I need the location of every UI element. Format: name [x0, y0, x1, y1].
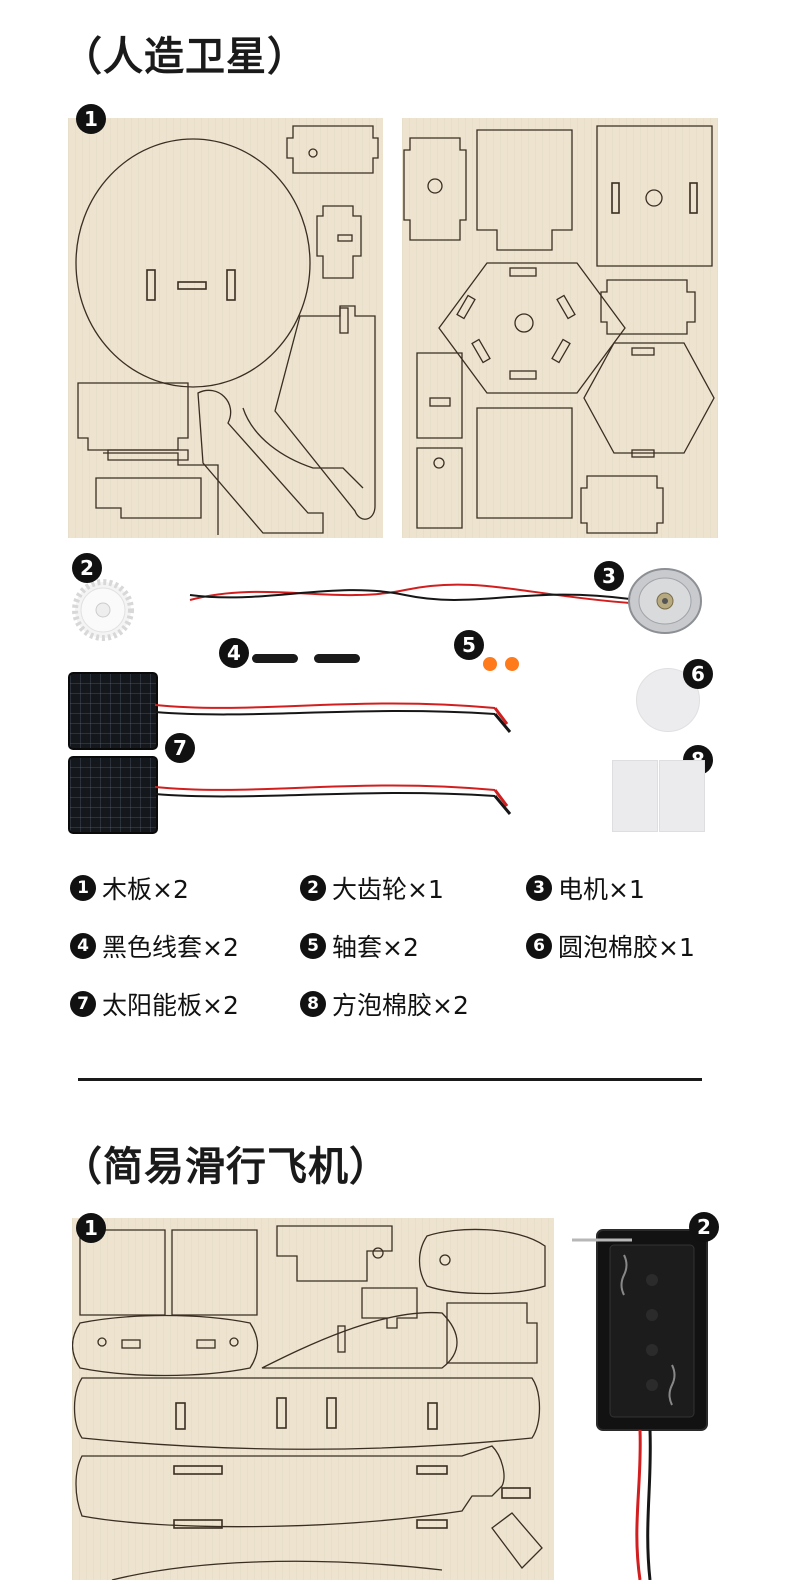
solar-panel-image	[70, 758, 156, 832]
legend-number: 6	[526, 933, 552, 959]
legend-text: 黑色线套×2	[102, 933, 239, 962]
legend-text: 方泡棉胶×2	[332, 991, 469, 1020]
sleeve-image	[252, 654, 298, 663]
gear-image	[68, 575, 138, 649]
legend-item: 3 电机×1	[526, 870, 645, 906]
section-title-glider: （简易滑行飞机）	[62, 1144, 390, 1190]
legend-item: 1 木板×2	[70, 870, 189, 906]
legend-number: 4	[70, 933, 96, 959]
legend-item: 7 太阳能板×2	[70, 986, 239, 1022]
bushing-image	[483, 657, 497, 671]
square-foam-image	[612, 760, 658, 832]
legend-text: 木板×2	[102, 875, 189, 904]
legend-item: 2 大齿轮×1	[300, 870, 444, 906]
badge-2: 2	[72, 553, 102, 583]
motor-image	[623, 566, 703, 640]
legend-text: 电机×1	[558, 875, 645, 904]
badge-7: 7	[165, 733, 195, 763]
section-divider	[78, 1078, 702, 1081]
legend-number: 1	[70, 875, 96, 901]
legend-text: 大齿轮×1	[332, 875, 444, 904]
wood-board-image	[68, 118, 383, 538]
legend-item: 8 方泡棉胶×2	[300, 986, 469, 1022]
legend-item: 6 圆泡棉胶×1	[526, 928, 695, 964]
badge-1: 1	[76, 1213, 106, 1243]
legend-number: 3	[526, 875, 552, 901]
wood-board-image	[72, 1218, 554, 1580]
legend-number: 8	[300, 991, 326, 1017]
badge-1: 1	[76, 104, 106, 134]
legend-text: 轴套×2	[332, 933, 419, 962]
badge-2: 2	[689, 1212, 719, 1242]
battery-box-image	[572, 1225, 712, 1584]
sleeve-image	[314, 654, 360, 663]
legend-text: 太阳能板×2	[102, 991, 239, 1020]
legend-text: 圆泡棉胶×1	[558, 933, 695, 962]
motor-wires	[189, 583, 631, 604]
badge-3: 3	[594, 561, 624, 591]
legend-item: 4 黑色线套×2	[70, 928, 239, 964]
solar-wires	[155, 702, 512, 733]
badge-5: 5	[454, 630, 484, 660]
section-title-satellite: （人造卫星）	[62, 34, 308, 80]
legend-number: 2	[300, 875, 326, 901]
legend-item: 5 轴套×2	[300, 928, 419, 964]
legend-number: 7	[70, 991, 96, 1017]
badge-6: 6	[683, 659, 713, 689]
wood-board-image	[402, 118, 718, 538]
solar-wires	[155, 784, 512, 815]
solar-panel-image	[70, 674, 156, 748]
square-foam-image	[659, 760, 705, 832]
bushing-image	[505, 657, 519, 671]
legend-number: 5	[300, 933, 326, 959]
badge-4: 4	[219, 638, 249, 668]
